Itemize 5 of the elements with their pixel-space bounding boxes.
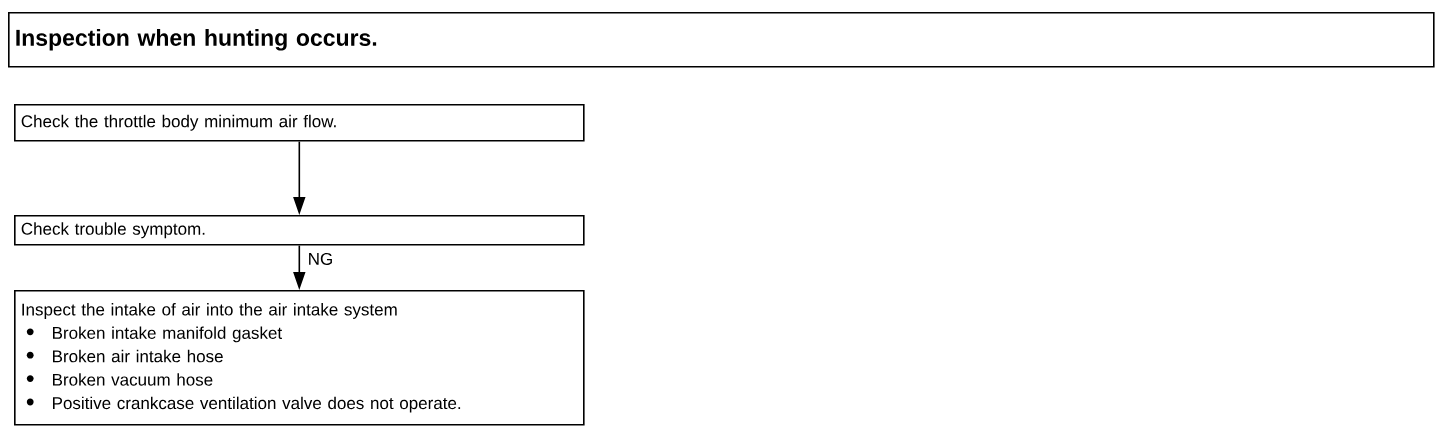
heading-box: Inspection when hunting occurs.	[8, 12, 1435, 68]
process-box: Inspect the intake of air into the air intake system Broken intake manifold gasket Broken air intake hose Broken vacuum hose Positive crankcase ventilation valve does not operate.	[14, 290, 585, 426]
process-box: Check the throttle body minimum air flow.	[14, 104, 585, 142]
process-box: Check trouble symptom.	[14, 215, 585, 246]
edge-label: NG	[305, 250, 336, 267]
